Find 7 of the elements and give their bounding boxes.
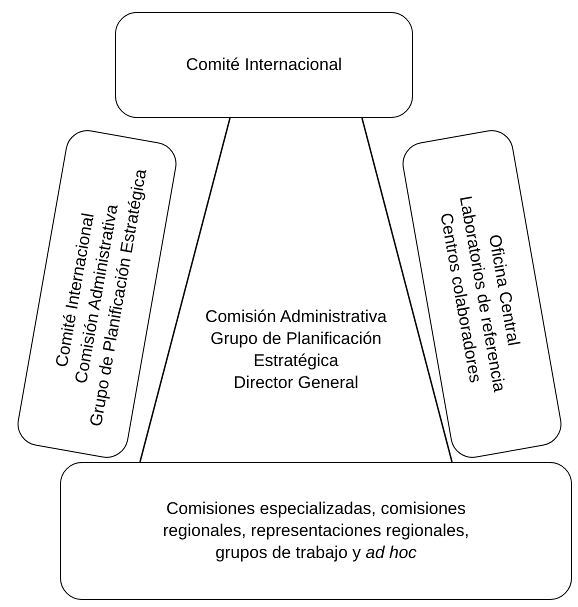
rounded-box (115, 12, 413, 118)
node-text: Director General (234, 372, 358, 394)
node-text: Comité Internacional (186, 54, 342, 76)
node-text: Comisiones especializadas, comisiones regionales, representaciones regionales, grupos de trabajo y ad hoc (162, 498, 470, 564)
rounded-box (60, 462, 572, 600)
node-text: Grupo de Planificación Estratégica (209, 328, 383, 372)
node-text: Comisión Administrativa (205, 306, 387, 328)
